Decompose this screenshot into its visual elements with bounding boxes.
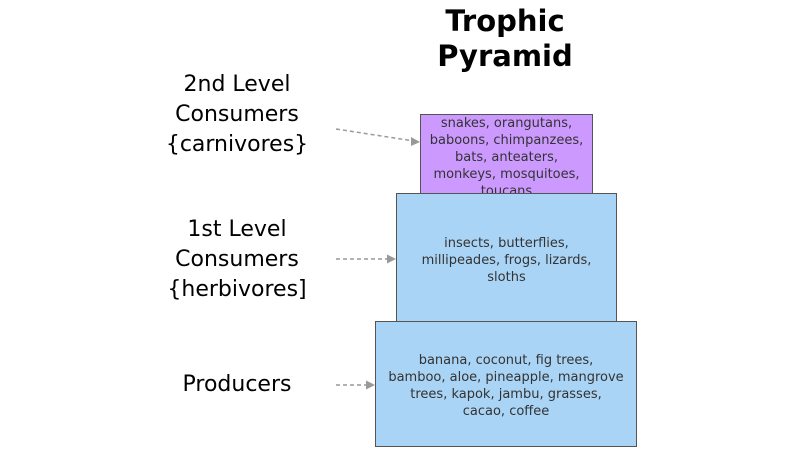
arrow-to-producers — [336, 380, 375, 390]
label-line: Consumers — [175, 102, 299, 127]
label-line: Producers — [182, 372, 292, 397]
label-line: {herbivores] — [167, 277, 307, 302]
label-line: Consumers — [175, 247, 299, 272]
tier-text-line: sloths — [487, 270, 526, 285]
tier-second-level-consumers: snakes, orangutans, baboons, chimpanzees… — [420, 114, 593, 195]
tier-text-line: insects, butterflies, — [444, 236, 569, 251]
tier-text-line: cacao, coffee — [462, 404, 550, 419]
tier-text-line: snakes, orangutans, — [440, 116, 573, 131]
tier-text-line: bamboo, aloe, pineapple, mangrove — [388, 370, 624, 385]
label-second-level-consumers: 2nd Level Consumers {carnivores} — [152, 70, 322, 160]
label-line: 1st Level — [187, 217, 287, 242]
label-line: {carnivores} — [165, 132, 309, 157]
tier-text-line: banana, coconut, fig trees, — [418, 353, 594, 368]
tier-text-line: baboons, chimpanzees, — [429, 133, 584, 148]
arrow-to-first-level — [336, 254, 396, 264]
label-producers: Producers — [152, 370, 322, 400]
title-line-1: Trophic — [445, 4, 565, 38]
label-first-level-consumers: 1st Level Consumers {herbivores] — [152, 215, 322, 305]
label-line: 2nd Level — [183, 72, 291, 97]
tier-producers: banana, coconut, fig trees, bamboo, aloe… — [375, 321, 637, 447]
diagram-title: Trophic Pyramid — [405, 4, 605, 74]
tier-first-level-consumers: insects, butterflies, millipeades, frogs… — [396, 193, 617, 323]
tier-text-line: toucans — [480, 184, 533, 195]
tier-text-line: millipeades, frogs, lizards, — [421, 253, 592, 268]
title-line-2: Pyramid — [437, 39, 573, 73]
tier-text-line: bats, anteaters, — [455, 150, 558, 165]
tier-text-line: monkeys, mosquitoes, — [433, 167, 580, 182]
arrow-to-second-level — [335, 128, 420, 146]
tier-text-line: trees, kapok, jambu, grasses, — [410, 387, 602, 402]
